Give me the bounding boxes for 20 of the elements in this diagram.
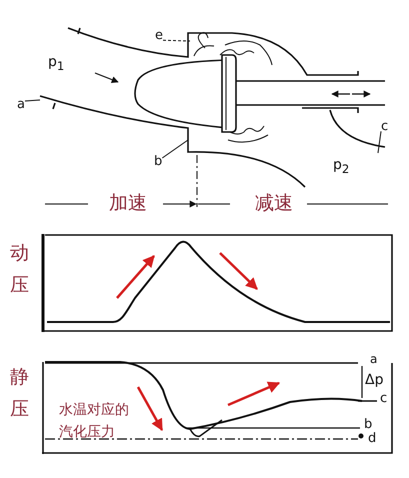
pressure-symbol: p$_{2}$: [333, 158, 350, 176]
callout-letter: e: [155, 29, 163, 44]
callout-letter: a: [17, 98, 25, 112]
leader-line: [24, 100, 40, 102]
point-letter: b: [364, 418, 372, 432]
leader-line: [162, 40, 190, 42]
pressure-symbol: p$_{1}$: [48, 55, 64, 73]
point-letter: a: [370, 353, 378, 366]
leader-line: [162, 140, 188, 158]
pressure-symbol: Δp: [365, 373, 384, 388]
leader-line: [378, 130, 382, 154]
region-label: 减速: [255, 193, 293, 214]
annotation-text: 水温对应的汽化压力: [59, 401, 130, 442]
axis-title: 静压: [10, 365, 30, 422]
point-letter: d: [368, 432, 376, 446]
callout-letter: c: [381, 120, 388, 134]
region-label: 加速: [109, 193, 147, 214]
axis-title: 动压: [10, 241, 30, 298]
point-letter: c: [380, 392, 388, 406]
callout-letter: b: [154, 155, 162, 170]
